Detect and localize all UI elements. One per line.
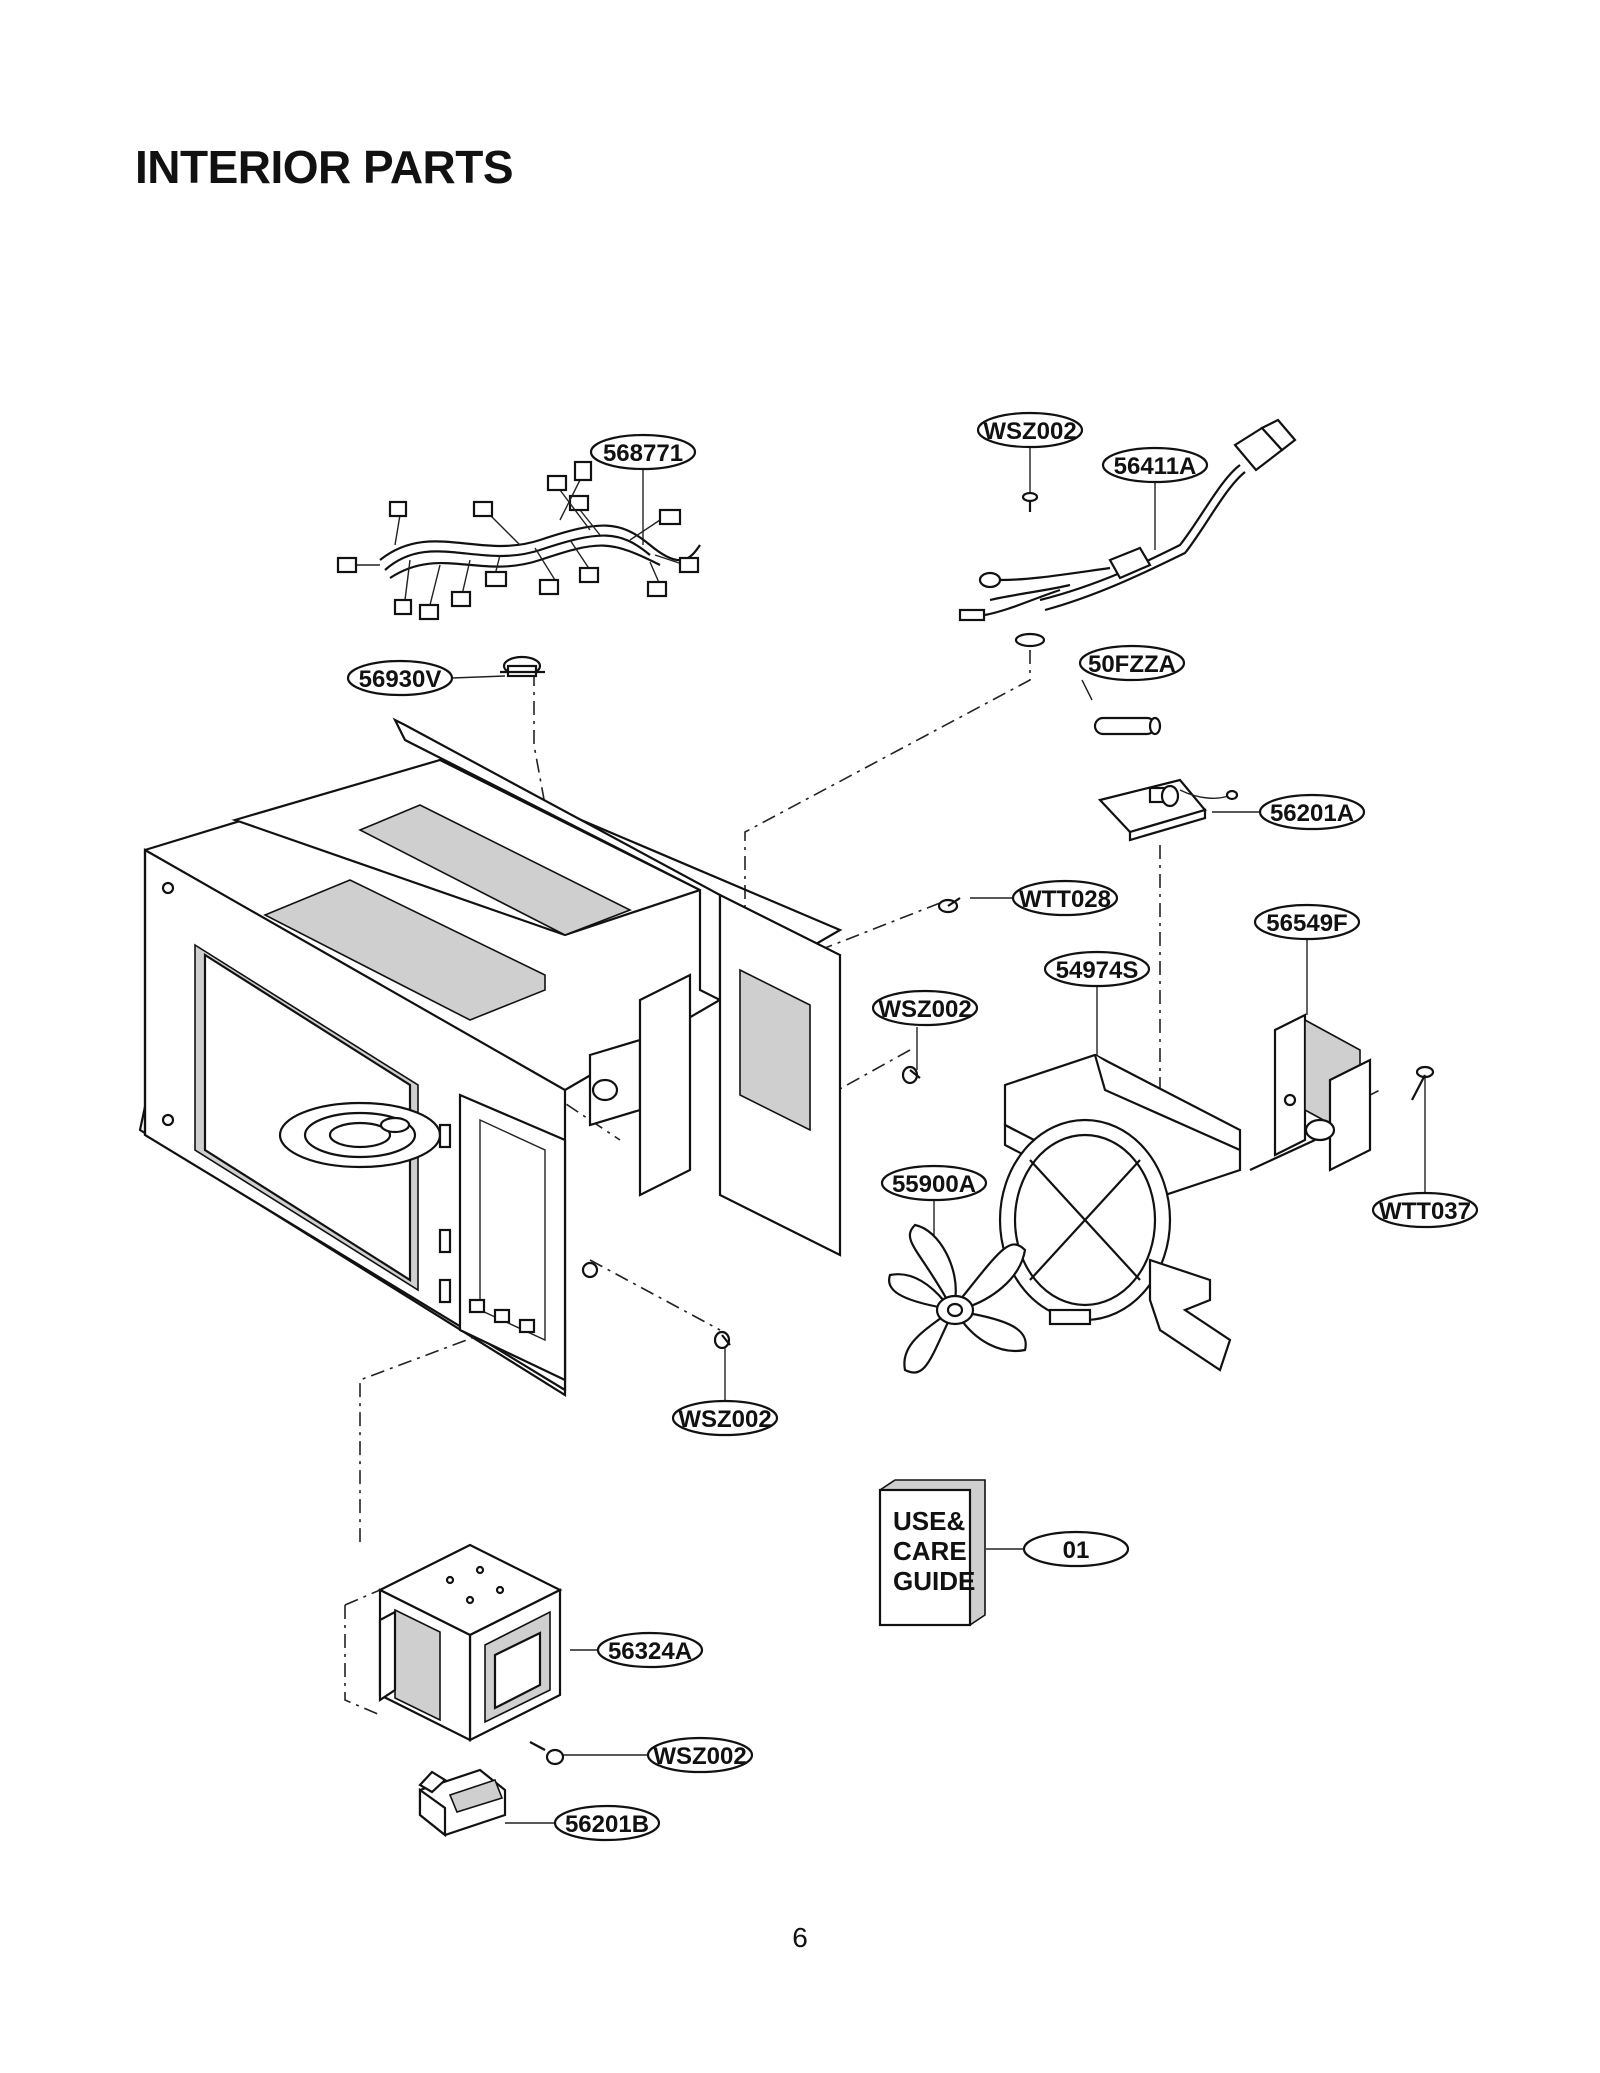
screw-part-wtt037 — [1411, 1065, 1435, 1101]
callout-label: WSZ002 — [878, 996, 971, 1023]
callout-label: WSZ002 — [983, 418, 1076, 445]
callout-label: 01 — [1063, 1537, 1090, 1564]
callout-label: 56549F — [1266, 910, 1347, 937]
callout-label: WTT037 — [1379, 1198, 1471, 1225]
air-guide-part — [998, 1053, 1242, 1372]
callout-label: WSZ002 — [678, 1406, 771, 1433]
callout-label: 50FZZA — [1088, 651, 1176, 678]
callout-label: 56930V — [359, 666, 442, 693]
callout-56324a: 56324A — [596, 1631, 704, 1669]
callout-label: 56411A — [1114, 453, 1197, 480]
callout-wtt028: WTT028 — [1011, 879, 1119, 917]
thermostat-part — [500, 655, 545, 678]
noise-filter-part — [418, 1768, 507, 1838]
screw-part-low — [713, 1330, 731, 1350]
page-number: 6 — [792, 1922, 808, 1953]
guide-line-2: CARE — [893, 1536, 967, 1566]
callout-50fzza: 50FZZA — [1078, 644, 1186, 682]
callout-54974s: 54974S — [1043, 950, 1151, 988]
fan-blade-part — [887, 1223, 1027, 1374]
callout-56411a: 56411A — [1101, 446, 1209, 484]
screw-part-top — [1021, 491, 1039, 512]
callout-label: WSZ002 — [653, 1743, 746, 1770]
guide-line-1: USE& — [893, 1506, 965, 1536]
callout-label: 56324A — [608, 1638, 692, 1665]
page-title: INTERIOR PARTS — [135, 141, 514, 193]
screw-part-mid — [901, 1065, 921, 1085]
callout-56201b: 56201B — [553, 1804, 661, 1842]
callout-01: 01 — [1022, 1530, 1130, 1568]
callout-568771: 568771 — [589, 433, 697, 471]
power-cord-part — [958, 418, 1297, 648]
screw-part-bottom — [529, 1741, 565, 1766]
callout-55900a: 55900A — [880, 1164, 988, 1202]
callout-wsz002-low: WSZ002 — [671, 1399, 779, 1437]
callout-label: 55900A — [892, 1171, 976, 1198]
callout-wsz002-top: WSZ002 — [976, 411, 1084, 449]
callout-label: 54974S — [1056, 957, 1139, 984]
oven-cavity-part — [138, 717, 843, 1397]
wire-harness-part — [336, 460, 701, 621]
fan-motor-part — [1249, 1013, 1372, 1172]
magnetron-part — [344, 1543, 563, 1742]
callout-56549f: 56549F — [1253, 903, 1361, 941]
screw-part-wtt028 — [937, 897, 961, 914]
callout-wsz002-mid: WSZ002 — [871, 989, 979, 1027]
fuse-part — [1093, 716, 1162, 736]
callout-label: 568771 — [603, 440, 683, 467]
switch-board-part — [1097, 778, 1239, 842]
use-care-guide-book: USE& CARE GUIDE — [878, 1479, 986, 1627]
callout-label: 56201B — [565, 1811, 649, 1838]
callout-wtt037: WTT037 — [1371, 1191, 1479, 1229]
guide-line-3: GUIDE — [893, 1566, 975, 1596]
callout-wsz002-bottom: WSZ002 — [646, 1736, 754, 1774]
callout-56930v: 56930V — [346, 659, 454, 697]
callouts: 568771 WSZ002 56411A 56930V 50FZZA 56201… — [346, 411, 1479, 1842]
callout-label: 56201A — [1270, 800, 1354, 827]
callout-label: WTT028 — [1019, 886, 1111, 913]
callout-56201a: 56201A — [1258, 793, 1366, 831]
